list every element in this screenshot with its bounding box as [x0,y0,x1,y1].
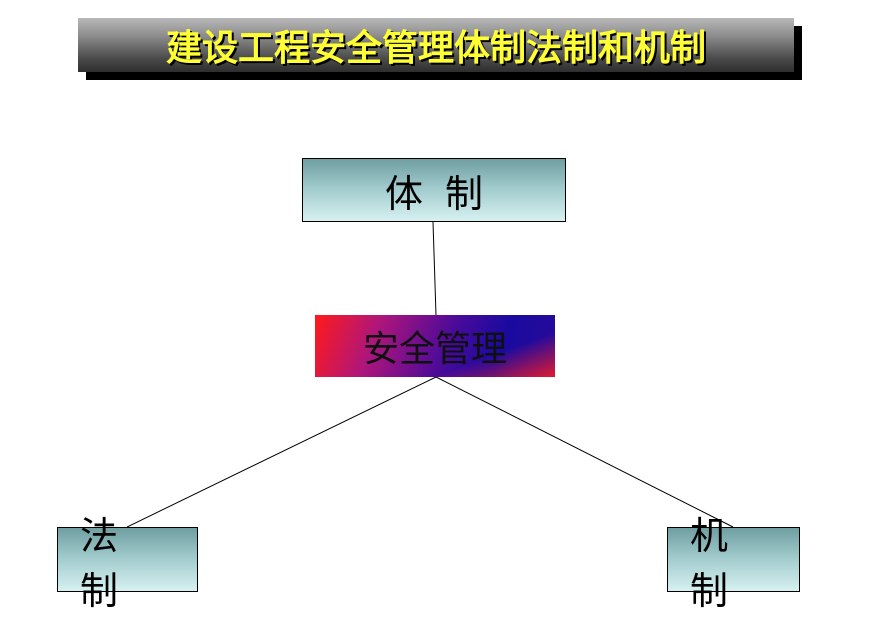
node-anquan-guanli-label: 安全管理 [362,329,507,370]
node-tizhi: 体制 [302,158,566,222]
title-banner: 建设工程安全管理体制法制和机制 [78,18,794,72]
node-fazhi-label: 法制 [80,513,141,613]
connector-top-center [432,221,437,316]
connector-center-left [126,376,437,528]
node-fazhi: 法制 [57,514,198,613]
node-jizhi-label: 机制 [690,513,751,613]
connector-center-right [435,376,734,528]
node-tizhi-label: 体制 [384,171,505,216]
node-anquan-guanli: 安全管理 [315,315,555,377]
page-title: 建设工程安全管理体制法制和机制 [165,27,706,69]
node-jizhi: 机制 [667,514,800,613]
